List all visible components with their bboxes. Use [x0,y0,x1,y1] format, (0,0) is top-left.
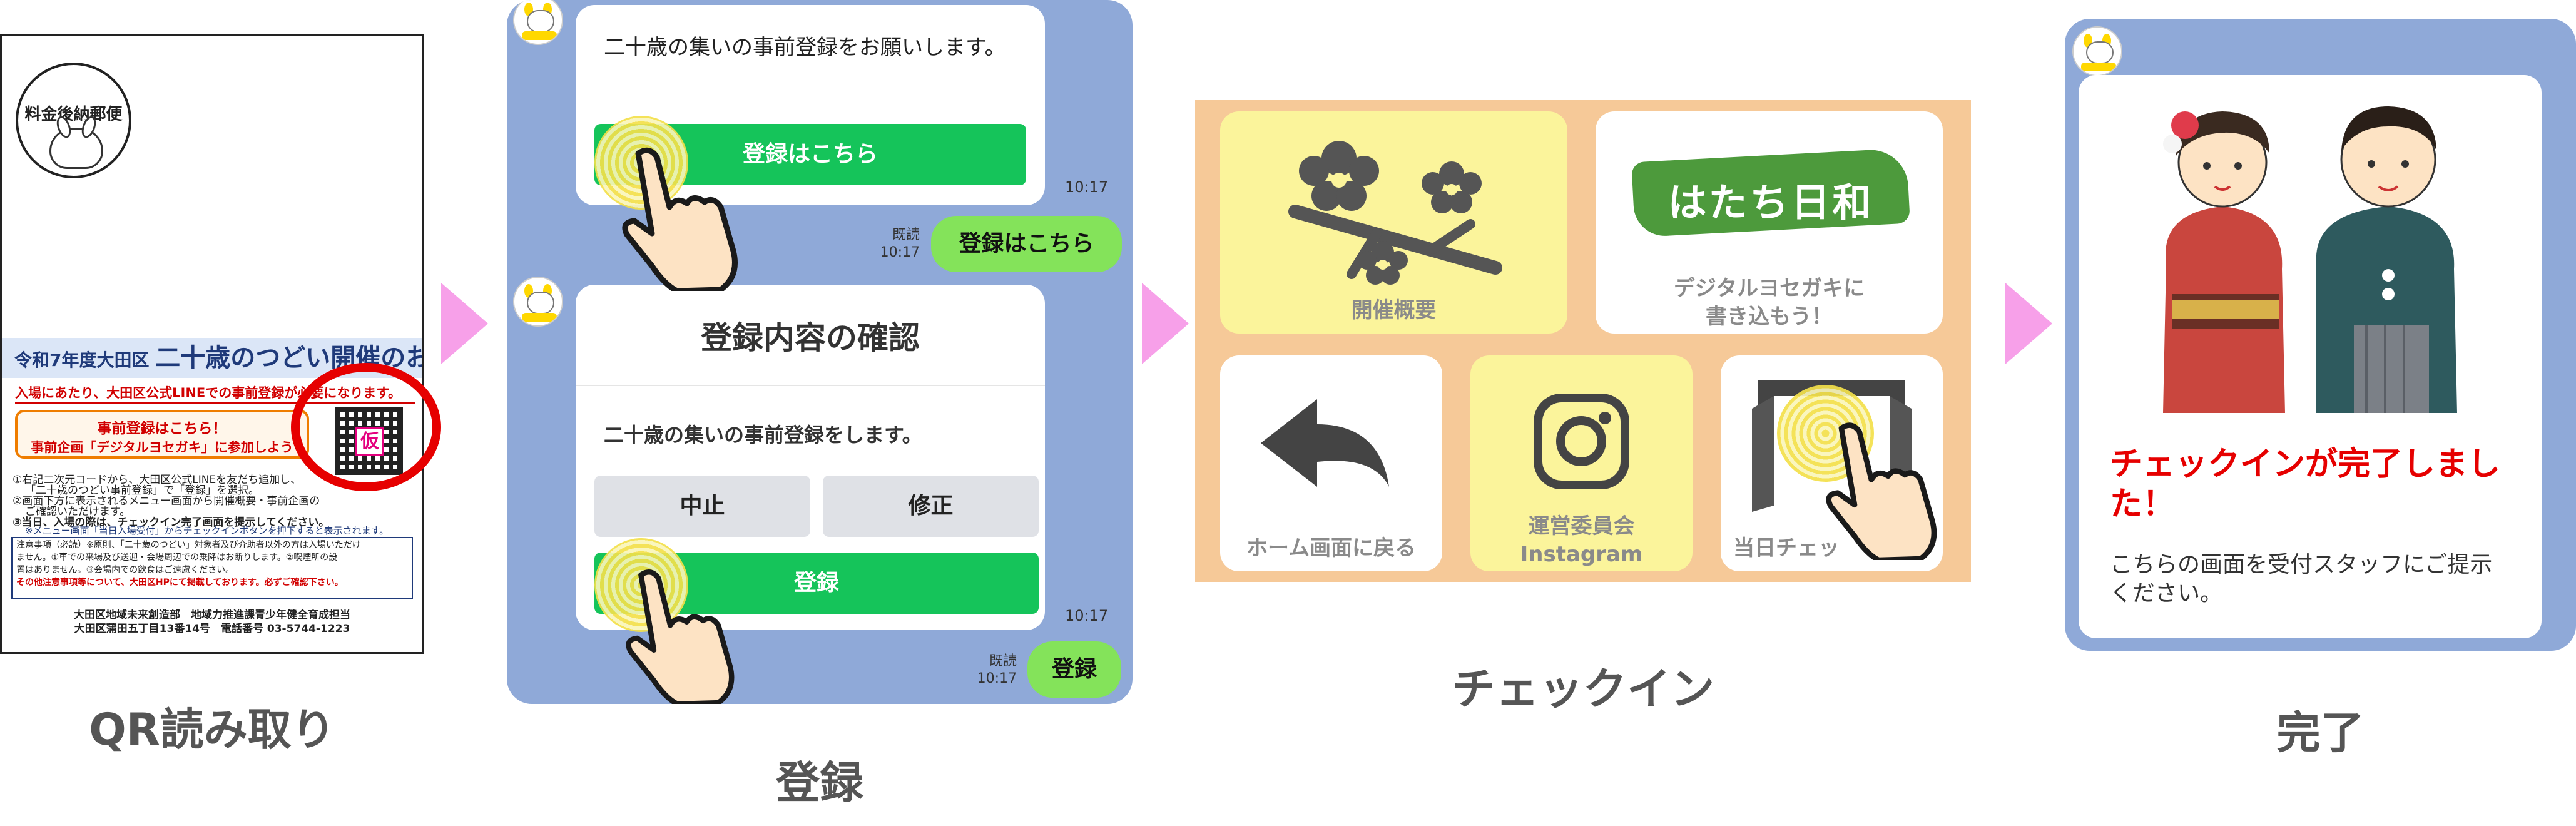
postcard-title: 令和7年度大田区 二十歳のつどい開催のお知らせ [2,338,422,378]
message-time: 10:17 [1065,607,1109,625]
user-message-register-here: 登録はこちら [931,216,1122,272]
read-label: 既読 [892,227,920,243]
read-time: 10:17 [977,671,1017,686]
postcard-step: 「二十歳のつどい事前登録」で「登録」を選択。 [25,484,259,497]
read-label: 既読 [989,653,1017,669]
step-label-register: 登録 [776,757,863,808]
step-arrow-icon [2005,283,2052,364]
bot-message-bubble: 二十歳の集いの事前登録をお願いします。 登録はこちら [576,5,1045,205]
postcard-step: ①右記二次元コードから、大田区公式LINEを友だち追加し、 [13,474,302,486]
rich-menu: 開催概要 はたち日和 デジタルヨセガキに 書き込もう！ ホーム画面に戻る 運営委… [1195,100,1971,582]
complete-body: こちらの画面を受付スタッフにご提示ください。 [2110,552,2493,606]
note-line: その他注意事項等について、大田区HPにて掲載しております。必ずご確認下さい。 [16,578,344,588]
tile-overview-label: 開催概要 [1351,298,1437,323]
confirm-body: 二十歳の集いの事前登録をします。 [604,423,922,447]
complete-card: チェックインが完了しました！ こちらの画面を受付スタッフにご提示ください。 [2079,75,2542,638]
postcard-notes: 注意事項（必読）※原則、「二十歳のつどい」対象者及び介助者以外の方は入場いただけ… [11,537,413,599]
note-line: 注意事項（必読）※原則、「二十歳のつどい」対象者及び介助者以外の方は入場いただけ [16,540,361,550]
postcard-title-prefix: 令和7年度大田区 [14,350,150,370]
postcard-footer-org: 大田区地域未来創造部 地域力推進課青少年健全育成担当 [74,609,350,621]
cancel-button[interactable]: 中止 [594,476,810,537]
postcard-footer-address: 大田区蒲田五丁目13番14号 電話番号 03-5744-1223 [74,623,350,635]
logo-text: はたち日和 [1667,180,1874,225]
complete-heading: チェックインが完了しました！ [2110,446,2501,523]
back-arrow-icon [1261,399,1389,487]
bot-message-text: 二十歳の集いの事前登録をお願いします。 [604,35,1006,60]
mascot-icon [49,128,103,169]
postcard-step: ②画面下方に表示されるメニュー画面から開催概要・事前企画の [13,495,320,507]
tile-yosegaki[interactable]: はたち日和 デジタルヨセガキに 書き込もう！ [1596,111,1943,334]
tile-instagram-label1: 運営委員会 [1528,514,1635,539]
user-message-register: 登録 [1027,641,1121,698]
tile-instagram-label2: Instagram [1520,542,1643,567]
bot-avatar [2072,26,2122,76]
postcard-step: ※メニュー画面「当日入場受付」からチェックインボタンを押下すると表示されます。 [25,525,389,536]
tile-home-label: ホーム画面に戻る [1246,536,1416,561]
confirm-card: 登録内容の確認 二十歳の集いの事前登録をします。 中止 修正 登録 [576,285,1045,630]
tile-instagram[interactable]: 運営委員会 Instagram [1470,355,1693,571]
step-arrow-icon [1142,283,1189,364]
callout-line1: 事前登録はこちら！ [97,421,227,437]
divider [576,385,1045,386]
callout-line2: 事前企画「デジタルヨセガキ」に参加しよう [31,440,293,455]
confirm-title: 登録内容の確認 [701,320,920,356]
bot-avatar [513,0,563,45]
tile-yosegaki-label1: デジタルヨセガキに [1673,276,1865,301]
postage-stamp: 料金後納郵便 [16,63,131,178]
step-arrow-icon [441,283,488,364]
couple-illustration-icon [2163,106,2457,413]
read-receipt: 既読 10:17 [876,227,920,262]
instagram-icon [1534,394,1629,489]
read-receipt: 既読 10:17 [973,653,1017,688]
step-label-qr: QR読み取り [89,704,335,755]
edit-button[interactable]: 修正 [823,476,1039,537]
read-time: 10:17 [880,245,920,260]
tile-checkin-label: 当日チェッ [1733,536,1840,561]
postcard-step: ご確認いただけます。 [25,506,131,518]
stamp-text: 料金後納郵便 [24,105,123,124]
plum-blossom-icon [1288,141,1502,285]
tile-home[interactable]: ホーム画面に戻る [1220,355,1442,571]
pointing-hand-icon [622,147,738,291]
tile-yosegaki-label2: 書き込もう！ [1706,304,1833,329]
bot-avatar [513,277,563,327]
postcard-callout: 事前登録はこちら！ 事前企画「デジタルヨセガキ」に参加しよう [15,410,309,459]
tile-overview[interactable]: 開催概要 [1220,111,1567,334]
message-time: 10:17 [1065,178,1109,196]
step-label-checkin: チェックイン [1452,663,1714,715]
postcard-step: ③当日、入場の際は、チェックイン完了画面を提示してください。 [13,516,330,529]
line-chat-screen: 二十歳の集いの事前登録をお願いします。 登録はこちら 10:17 既読 10:1… [507,0,1133,704]
step-label-done: 完了 [2276,707,2365,758]
pointing-hand-icon [1826,422,1937,560]
pointing-hand-icon [626,569,735,704]
note-line: ません。①車での来場及び送迎・会場周辺での乗降はお断りします。②喫煙所の設 [16,553,338,563]
note-line: 置はありません。③会場内での飲食はご遠慮ください。 [16,565,235,575]
